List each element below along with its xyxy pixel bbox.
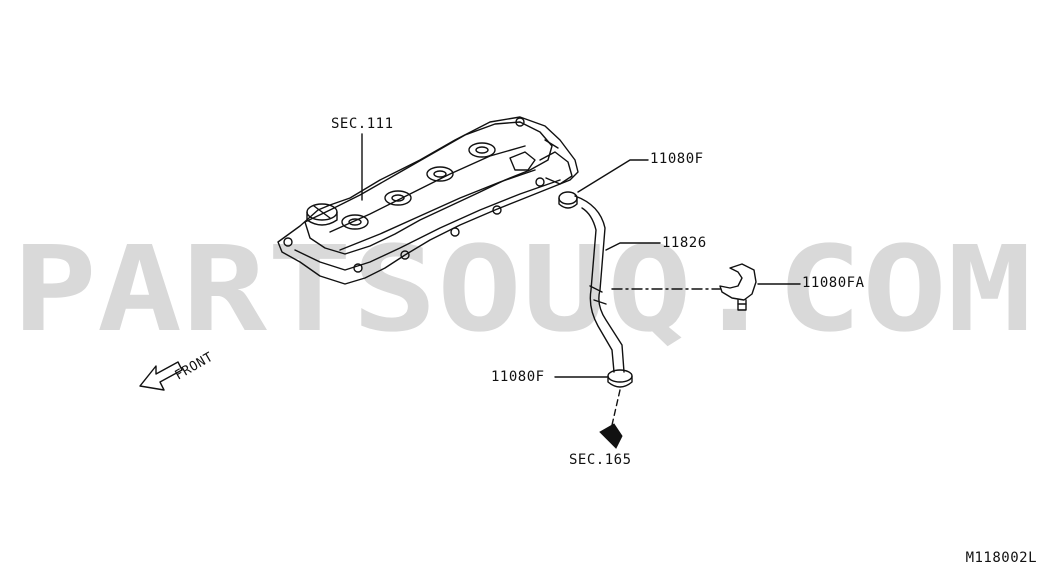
clamp-upper (558, 191, 578, 209)
label-11080f-bottom: 11080F (491, 369, 545, 385)
valve-cover (277, 116, 579, 285)
sec165-arrow-icon (599, 423, 623, 449)
clip-11080fa (719, 263, 757, 311)
label-11080fa: 11080FA (802, 275, 865, 291)
label-sec165: SEC.165 (569, 452, 632, 468)
label-sec111: SEC.111 (331, 116, 394, 132)
diagram-code: M118002L (965, 550, 1037, 566)
front-label: FRONT (173, 350, 217, 384)
front-arrow-icon (139, 361, 183, 391)
clamp-lower (607, 369, 633, 388)
pcv-hose (574, 195, 625, 373)
label-11080f-top: 11080F (650, 151, 704, 167)
leader-11826 (605, 242, 661, 251)
leader-11080f-top (577, 159, 649, 193)
label-11826: 11826 (662, 235, 707, 251)
connection-line-lower (611, 389, 621, 426)
